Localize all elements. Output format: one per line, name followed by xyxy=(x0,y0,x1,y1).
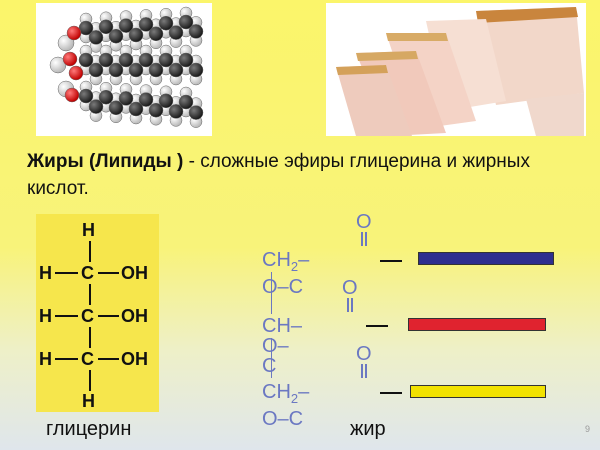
glycerol-c-2: C xyxy=(81,306,94,326)
atom-sphere xyxy=(148,102,164,118)
atom-sphere xyxy=(108,62,124,78)
atom-sphere xyxy=(158,15,174,31)
lipid-molecule-image xyxy=(36,3,212,136)
glycerol-bottom-h: H xyxy=(82,391,95,411)
double-bond xyxy=(365,232,367,246)
atom-sphere xyxy=(148,62,164,78)
lard-illustration xyxy=(326,3,586,136)
fatty-acid-bar-blue xyxy=(418,252,554,265)
definition-caption: Жиры (Липиды ) - сложные эфиры глицерина… xyxy=(27,148,587,202)
glycerol-h-2: H xyxy=(39,306,52,326)
double-bond xyxy=(351,298,353,312)
atom-sphere xyxy=(128,62,144,78)
atom-sphere xyxy=(168,104,184,119)
glycerol-oh-3: OH xyxy=(121,349,148,369)
space-filling-model xyxy=(49,6,204,128)
atom-sphere xyxy=(98,89,114,105)
atom-sphere xyxy=(168,62,184,78)
page-number: 9 xyxy=(584,424,590,434)
fatty-acid-bar-red xyxy=(408,318,546,331)
glycerol-top-h: H xyxy=(82,220,95,240)
atom-sphere xyxy=(88,62,104,78)
double-bond xyxy=(347,298,349,312)
bond-line xyxy=(55,315,78,317)
atom-sphere xyxy=(188,24,204,39)
lard-photo xyxy=(326,3,586,136)
backbone-line xyxy=(271,272,272,314)
glycerol-oh-1: OH xyxy=(121,263,148,283)
atom-sphere xyxy=(88,30,104,45)
atom-sphere xyxy=(108,28,124,44)
atom-sphere xyxy=(158,52,174,68)
bond-line xyxy=(366,325,388,327)
bond-line xyxy=(89,241,91,262)
glycerol-h-3: H xyxy=(39,349,52,369)
atom-sphere xyxy=(118,91,134,106)
fatty-acid-bar-yellow xyxy=(410,385,546,398)
atom-sphere xyxy=(178,14,194,30)
atom-sphere xyxy=(148,26,164,42)
bond-line xyxy=(98,315,119,317)
bond-line xyxy=(55,272,78,274)
glycerol-c-1: C xyxy=(81,263,94,283)
fat-group-1: CH2–O–C xyxy=(262,249,310,298)
atom-sphere xyxy=(128,27,144,43)
bond-line xyxy=(89,327,91,348)
atom-sphere xyxy=(78,88,94,104)
atom-sphere xyxy=(188,62,204,78)
glycerol-c-3: C xyxy=(81,349,94,369)
glycerol-oh-2: OH xyxy=(121,306,148,326)
bond-line xyxy=(380,392,402,394)
backbone-line xyxy=(271,338,272,378)
caption-text: - сложные эфиры глицерина и жирных кисло… xyxy=(27,151,530,199)
atom-sphere xyxy=(168,25,184,40)
glycerol-label: глицерин xyxy=(46,418,132,440)
fat-group-2: CH–O–C xyxy=(262,315,303,377)
atom-sphere xyxy=(138,52,154,68)
glycerol-formula: H H C OH H C OH H C OH H xyxy=(36,214,159,412)
fat-oxygen-1: O xyxy=(356,211,372,233)
atom-sphere xyxy=(118,18,134,33)
bond-line xyxy=(98,358,119,360)
atom-sphere xyxy=(138,17,154,32)
fat-oxygen-3: O xyxy=(356,343,372,365)
fat-oxygen-2: O xyxy=(342,277,358,299)
double-bond xyxy=(361,364,363,378)
bond-line xyxy=(89,370,91,391)
atom-sphere xyxy=(118,52,134,68)
atom-sphere xyxy=(98,52,114,68)
atom-sphere xyxy=(64,87,80,103)
fat-group-3: CH2–O–C xyxy=(262,381,310,430)
atom-sphere xyxy=(178,94,194,110)
bond-line xyxy=(89,284,91,305)
atom-sphere xyxy=(98,19,114,35)
double-bond xyxy=(365,364,367,378)
bond-line xyxy=(55,358,78,360)
atom-sphere xyxy=(138,92,154,107)
caption-title: Жиры (Липиды ) xyxy=(27,151,184,172)
atom-sphere xyxy=(178,52,194,68)
atom-sphere xyxy=(68,65,84,81)
bond-line xyxy=(98,272,119,274)
atom-sphere xyxy=(128,101,144,117)
atom-sphere xyxy=(88,99,104,114)
atom-sphere xyxy=(108,100,124,116)
atom-sphere xyxy=(188,105,204,120)
glycerol-h-1: H xyxy=(39,263,52,283)
atom-sphere xyxy=(158,93,174,109)
double-bond xyxy=(361,232,363,246)
atom-sphere xyxy=(66,25,82,41)
atom-sphere xyxy=(78,52,94,68)
fat-label: жир xyxy=(350,418,386,440)
bond-line xyxy=(380,260,402,262)
atom-sphere xyxy=(62,51,78,67)
